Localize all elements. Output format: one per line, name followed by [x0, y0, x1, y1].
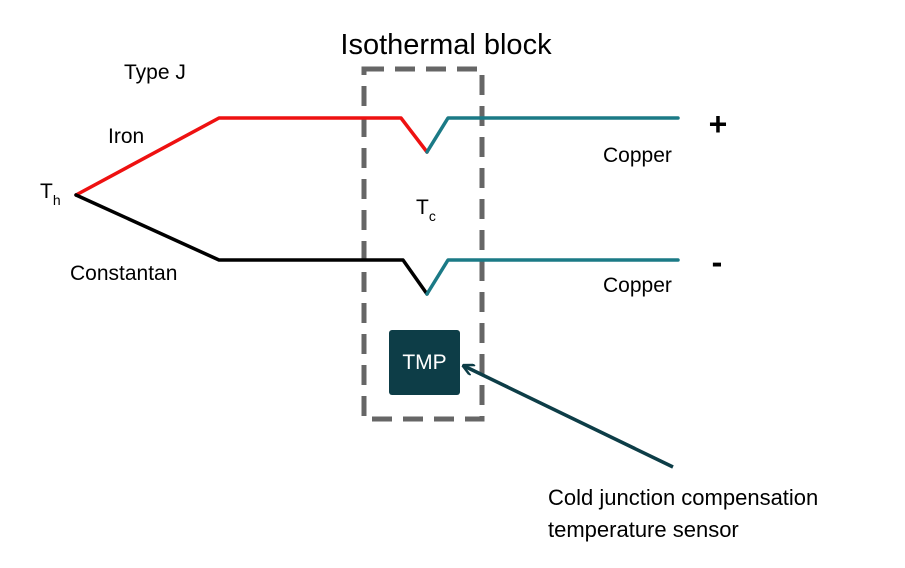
- negative-terminal: -: [712, 244, 723, 280]
- diagram-title: Isothermal block: [340, 29, 552, 61]
- hot-junction-label: Th: [40, 180, 61, 208]
- copper-top-label: Copper: [603, 144, 672, 167]
- callout-arrow: [464, 366, 674, 469]
- constantan-label: Constantan: [70, 262, 177, 285]
- callout-text-line1: Cold junction compensation: [548, 485, 818, 510]
- iron-wire: [74, 116, 429, 197]
- cold-junction-label: Tc: [416, 196, 436, 224]
- copper-bottom-wire: [425, 258, 680, 296]
- tmp-sensor-box: [389, 330, 460, 395]
- positive-terminal: +: [709, 106, 728, 142]
- tmp-sensor-label: TMP: [402, 351, 446, 374]
- isothermal-block: [361, 66, 485, 422]
- iron-label: Iron: [108, 125, 144, 148]
- constantan-wire: [74, 193, 429, 296]
- callout-text-line2: temperature sensor: [548, 517, 739, 542]
- copper-top-wire: [425, 116, 680, 154]
- thermocouple-type-label: Type J: [124, 61, 186, 84]
- copper-bottom-label: Copper: [603, 274, 672, 297]
